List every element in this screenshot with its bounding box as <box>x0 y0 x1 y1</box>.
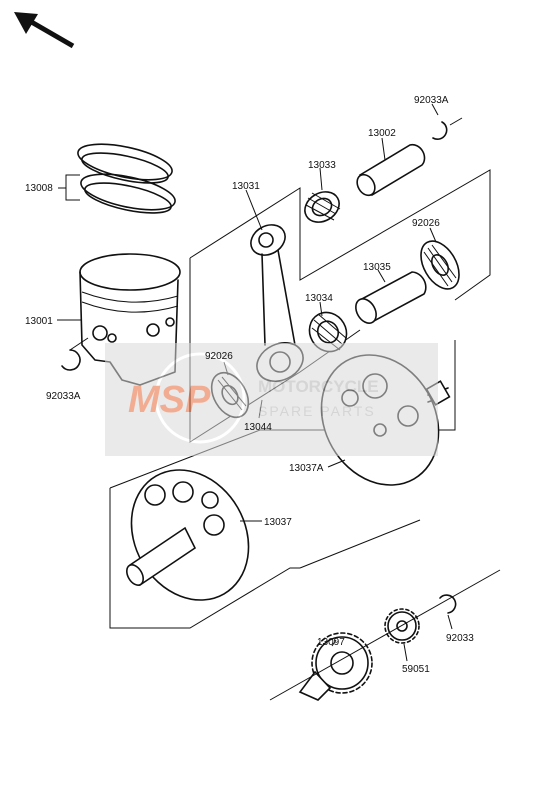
circlip-top <box>432 117 463 140</box>
thrust-washer-right <box>420 240 460 290</box>
watermark-brand: MSP <box>128 379 211 421</box>
arrow-up-left-icon <box>14 12 75 49</box>
label-92033a-left: 92033A <box>46 391 81 402</box>
label-13035: 13035 <box>363 262 391 273</box>
crank-pin <box>355 271 427 324</box>
label-13001: 13001 <box>25 316 53 327</box>
label-13002: 13002 <box>368 128 396 139</box>
label-92026-right: 92026 <box>412 218 440 229</box>
label-13037: 13037 <box>264 517 292 528</box>
watermark-line1: MOTORCYCLE <box>258 377 379 396</box>
label-13097: 13097 <box>317 637 345 648</box>
crankshaft-left-half <box>126 469 250 601</box>
label-92033: 92033 <box>446 633 474 644</box>
label-92026-left: 92026 <box>205 351 233 362</box>
sprocket <box>384 608 420 644</box>
piston-rings <box>77 143 176 214</box>
needle-bearing-small-end <box>304 191 341 223</box>
label-13008: 13008 <box>25 183 53 194</box>
label-13031: 13031 <box>232 181 260 192</box>
circlip-sprocket <box>439 594 457 614</box>
watermark: MSP MOTORCYCLE SPARE PARTS <box>105 343 438 456</box>
label-59051: 59051 <box>402 664 430 675</box>
watermark-line2: SPARE PARTS <box>258 403 376 419</box>
shaft-axis-line <box>269 569 501 701</box>
piston-pin <box>356 143 426 197</box>
circlip-left <box>61 337 89 371</box>
label-13044: 13044 <box>244 422 272 433</box>
crankshaft-gear <box>298 632 373 701</box>
label-13037a: 13037A <box>289 463 324 474</box>
label-13034: 13034 <box>305 293 333 304</box>
label-13033: 13033 <box>308 160 336 171</box>
label-92033a-top: 92033A <box>414 95 449 106</box>
